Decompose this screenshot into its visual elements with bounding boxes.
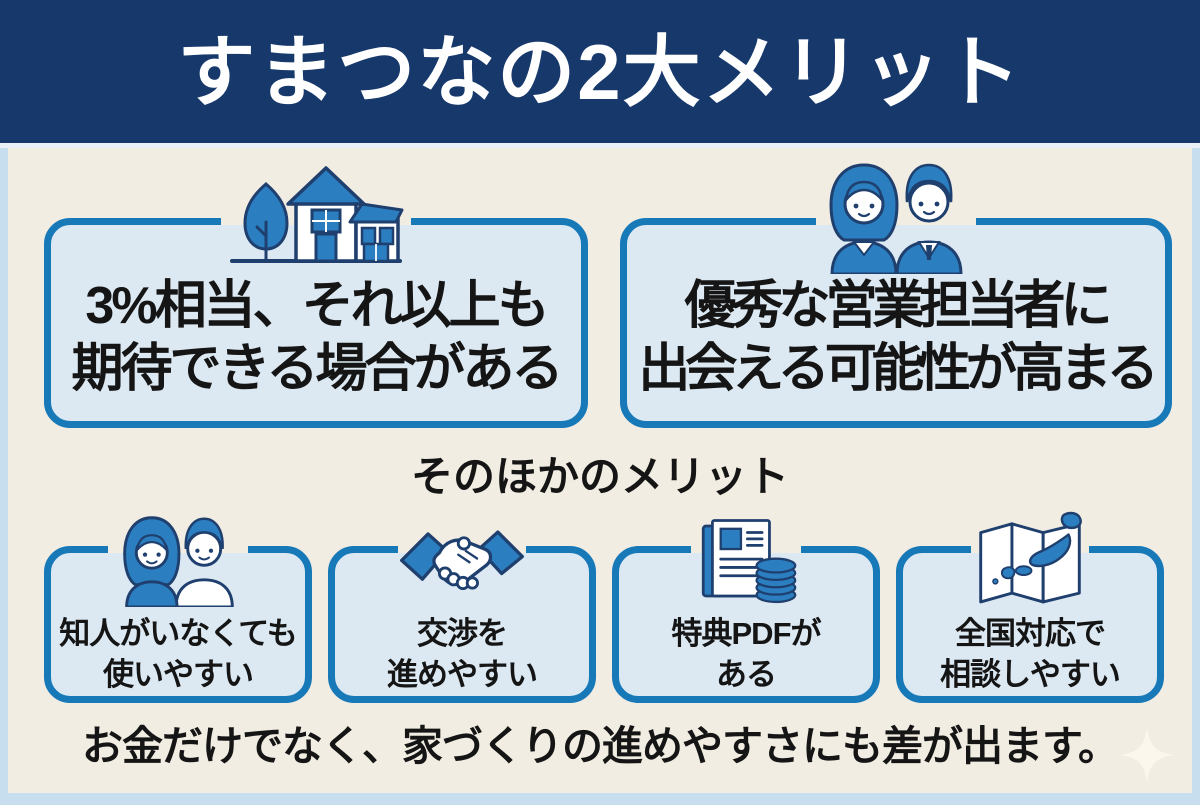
house-icon — [226, 156, 406, 268]
merit-text-line: 3%相当、それ以上も — [85, 277, 549, 335]
merit-text-line: 優秀な営業担当者に — [684, 277, 1112, 335]
merit-text-line: ある — [716, 656, 777, 692]
japan-map-icon — [969, 511, 1091, 604]
couple-icon — [105, 510, 251, 609]
business-pair-icon — [806, 152, 986, 276]
handshake-icon — [396, 513, 528, 603]
merit-text-line: 相談しやすい — [940, 656, 1121, 692]
merit-text-line: 使いやすい — [103, 656, 254, 692]
footer-note: お金だけでなく、家づくりの進めやすさにも差が出ます。 — [82, 723, 1119, 769]
other-merit-card-1: 知人がいなくても 使いやすい — [44, 516, 312, 703]
merit-text-line: 知人がいなくても — [59, 615, 298, 651]
page-title: すまつなの2大メリット — [177, 27, 1023, 116]
merit-text-line: 全国対応で — [955, 615, 1106, 651]
other-merit-card-2: 交渉を 進めやすい — [328, 530, 596, 703]
main-merit-card-2: 優秀な営業担当者に 出会える可能性が高まる — [620, 163, 1172, 428]
main-merit-card-1: 3%相当、それ以上も 期待できる場合がある — [44, 166, 588, 428]
merit-text-line: 交渉を — [417, 615, 508, 651]
header-band: すまつなの2大メリット — [0, 0, 1200, 143]
sparkle-icon — [1118, 726, 1176, 784]
document-coins-icon — [689, 515, 804, 607]
merit-text-line: 期待できる場合がある — [71, 340, 564, 398]
other-merits-heading: そのほかのメリット — [410, 453, 789, 500]
other-merit-card-3: 特典PDFが ある — [612, 519, 880, 703]
merit-text-line: 進めやすい — [387, 656, 538, 692]
merit-text-line: 出会える可能性が高まる — [638, 340, 1158, 398]
header-divider — [0, 143, 1200, 148]
merit-text-line: 特典PDFが — [671, 615, 822, 651]
other-merit-card-4: 全国対応で 相談しやすい — [896, 511, 1164, 703]
